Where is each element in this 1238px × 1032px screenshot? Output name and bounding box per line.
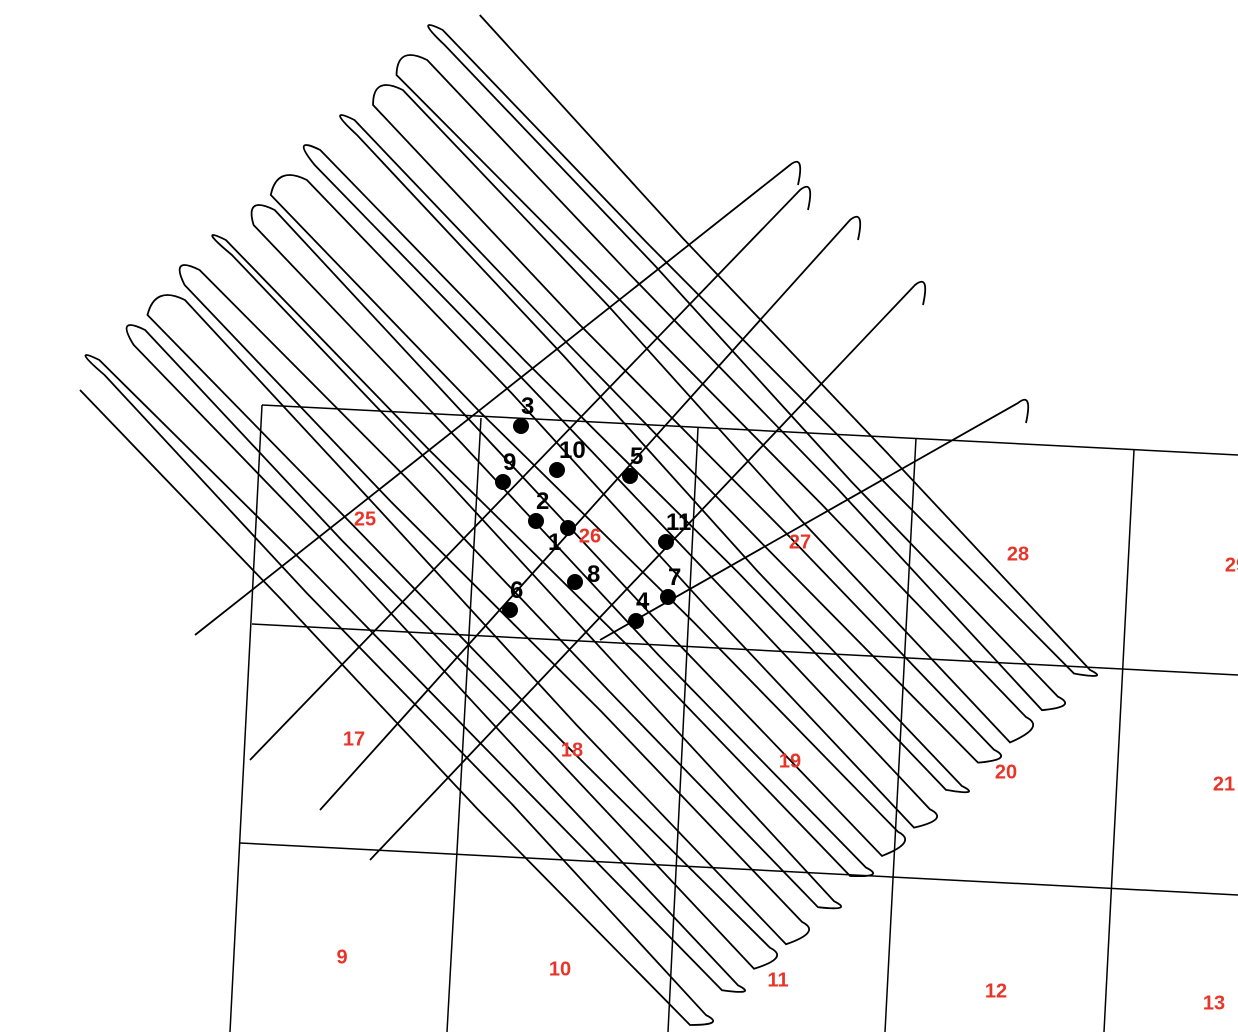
grid-cell-label: 21 bbox=[1213, 773, 1235, 795]
grid-line bbox=[261, 404, 1238, 456]
station-label: 7 bbox=[668, 564, 681, 591]
station-marker bbox=[495, 474, 511, 490]
grid-line bbox=[446, 417, 482, 1032]
crossing-track bbox=[194, 160, 802, 636]
survey-tracks bbox=[79, 14, 1099, 1026]
station-marker bbox=[660, 589, 676, 605]
grid-cell-label: 27 bbox=[789, 531, 811, 553]
grid-cell-label: 26 bbox=[579, 525, 601, 547]
grid-line bbox=[1103, 449, 1135, 1032]
station-marker bbox=[567, 574, 583, 590]
station-label: 10 bbox=[559, 437, 586, 464]
crossing-track bbox=[319, 215, 862, 811]
grid-cell-label: 17 bbox=[343, 728, 365, 750]
grid-cell-label: 19 bbox=[779, 750, 801, 772]
station-label: 5 bbox=[630, 443, 643, 470]
grid-lines bbox=[229, 404, 1238, 1032]
track-line bbox=[79, 14, 1099, 1026]
grid-cell-label: 18 bbox=[561, 739, 583, 761]
station-label: 3 bbox=[521, 393, 534, 420]
grid-cell-label: 9 bbox=[336, 946, 347, 968]
station-label: 9 bbox=[503, 449, 516, 476]
grid-cell-label: 12 bbox=[985, 980, 1007, 1002]
station-label: 1 bbox=[548, 529, 561, 556]
grid-line bbox=[884, 437, 917, 1032]
crossing-track bbox=[599, 398, 1030, 641]
station-marker bbox=[658, 534, 674, 550]
grid-cell-label: 29 bbox=[1225, 554, 1238, 576]
station-label: 11 bbox=[666, 509, 691, 536]
grid-line bbox=[251, 623, 1238, 676]
grid-line bbox=[239, 842, 1238, 896]
station-marker bbox=[549, 462, 565, 478]
station-label: 6 bbox=[510, 577, 523, 604]
station-marker bbox=[528, 513, 544, 529]
crossing-track bbox=[249, 185, 812, 761]
station-marker bbox=[513, 418, 529, 434]
grid-line bbox=[229, 404, 263, 1032]
station-marker bbox=[628, 613, 644, 629]
station-label: 8 bbox=[587, 561, 600, 588]
grid-cell-label: 25 bbox=[354, 508, 376, 530]
grid-cell-label: 13 bbox=[1203, 992, 1225, 1014]
grid-cell-labels: 25262728291718192021910111213 bbox=[336, 508, 1238, 1014]
grid-cell-label: 20 bbox=[995, 761, 1017, 783]
grid-cell-label: 11 bbox=[767, 969, 788, 991]
station-marker bbox=[622, 468, 638, 484]
station-marker bbox=[560, 520, 576, 536]
station-label: 4 bbox=[636, 588, 650, 615]
crossing-track bbox=[369, 280, 927, 861]
station-marker bbox=[502, 602, 518, 618]
station-label: 2 bbox=[536, 488, 549, 515]
grid-cell-label: 10 bbox=[549, 958, 571, 980]
stations: 1 2 3 4 5 6 7 8 9 10 11 bbox=[495, 393, 691, 629]
grid-cell-label: 28 bbox=[1007, 543, 1029, 565]
